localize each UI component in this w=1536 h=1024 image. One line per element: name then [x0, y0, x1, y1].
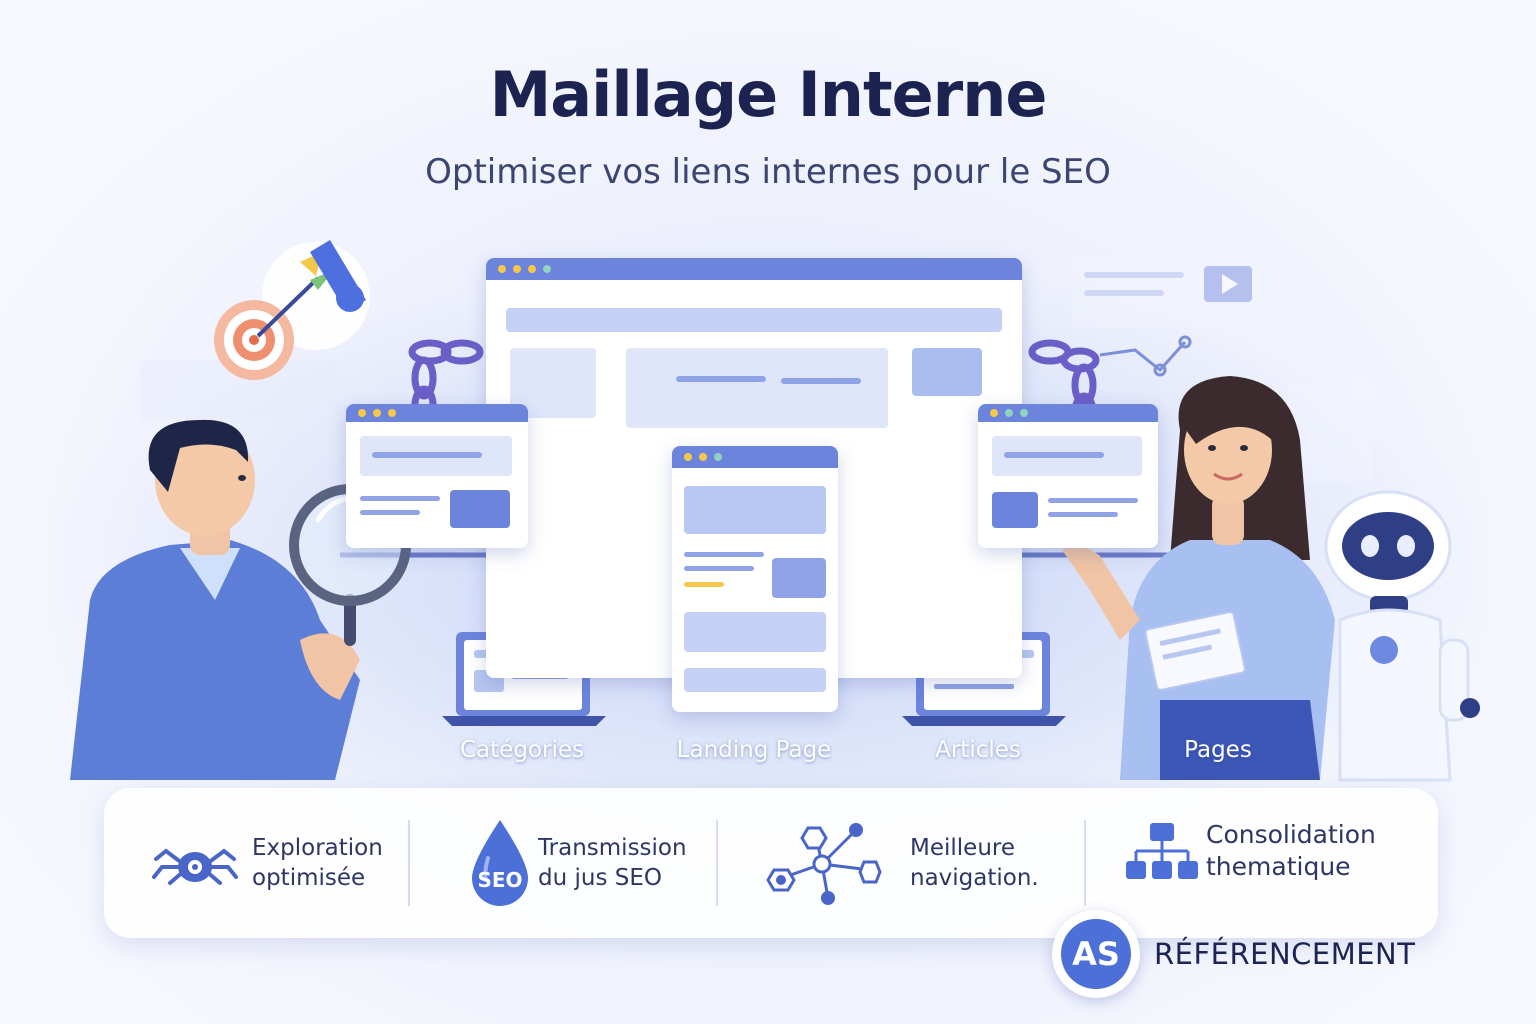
features-panel: Exploration optimisée SEO Transmission du … [104, 788, 1438, 938]
feature-transmission: SEO Transmission du jus SEO [468, 788, 687, 938]
label-categories: Catégories [460, 737, 584, 763]
divider [1084, 820, 1086, 906]
woman-illustration [1062, 376, 1335, 780]
brand-initials: AS [1061, 919, 1131, 989]
feature-navigation: Meilleure navigation. [760, 788, 1039, 938]
network-icon [766, 823, 882, 905]
feature-consolidation-line1: Consolidation [1206, 820, 1376, 849]
right-website-window [978, 404, 1158, 548]
divider [716, 820, 718, 906]
page-title: Maillage Interne [489, 58, 1048, 131]
brand-badge: AS [1052, 910, 1140, 998]
hierarchy-icon [1126, 823, 1198, 879]
left-website-window [346, 404, 528, 548]
feature-transmission-line2: du jus SEO [538, 865, 662, 891]
ads-logo-icon [310, 240, 366, 312]
seo-drop-icon: SEO [468, 818, 532, 908]
feature-navigation-line1: Meilleure [910, 835, 1015, 861]
spider-icon [152, 848, 238, 885]
feature-consolidation: Consolidation thematique [1124, 776, 1376, 926]
feature-exploration: Exploration optimisée [152, 788, 383, 938]
seo-drop-badge: SEO [477, 868, 523, 892]
label-landing-page: Landing Page [676, 737, 832, 763]
brand-name: RÉFÉRENCEMENT [1154, 937, 1416, 971]
man-illustration [70, 419, 411, 780]
landing-page-window [672, 446, 838, 712]
feature-exploration-line2: optimisée [252, 865, 366, 891]
page-subtitle: Optimiser vos liens internes pour le SEO [425, 152, 1111, 192]
label-articles: Articles [935, 737, 1021, 763]
divider [408, 820, 410, 906]
feature-navigation-line2: navigation. [910, 865, 1039, 891]
target-icon [214, 252, 334, 380]
feature-transmission-line1: Transmission [538, 835, 687, 861]
brand-logo: AS RÉFÉRENCEMENT [1052, 910, 1415, 998]
robot-illustration [1324, 490, 1480, 782]
feature-consolidation-line2: thematique [1206, 852, 1351, 881]
label-pages: Pages [1184, 737, 1252, 763]
feature-exploration-line1: Exploration [252, 835, 383, 861]
